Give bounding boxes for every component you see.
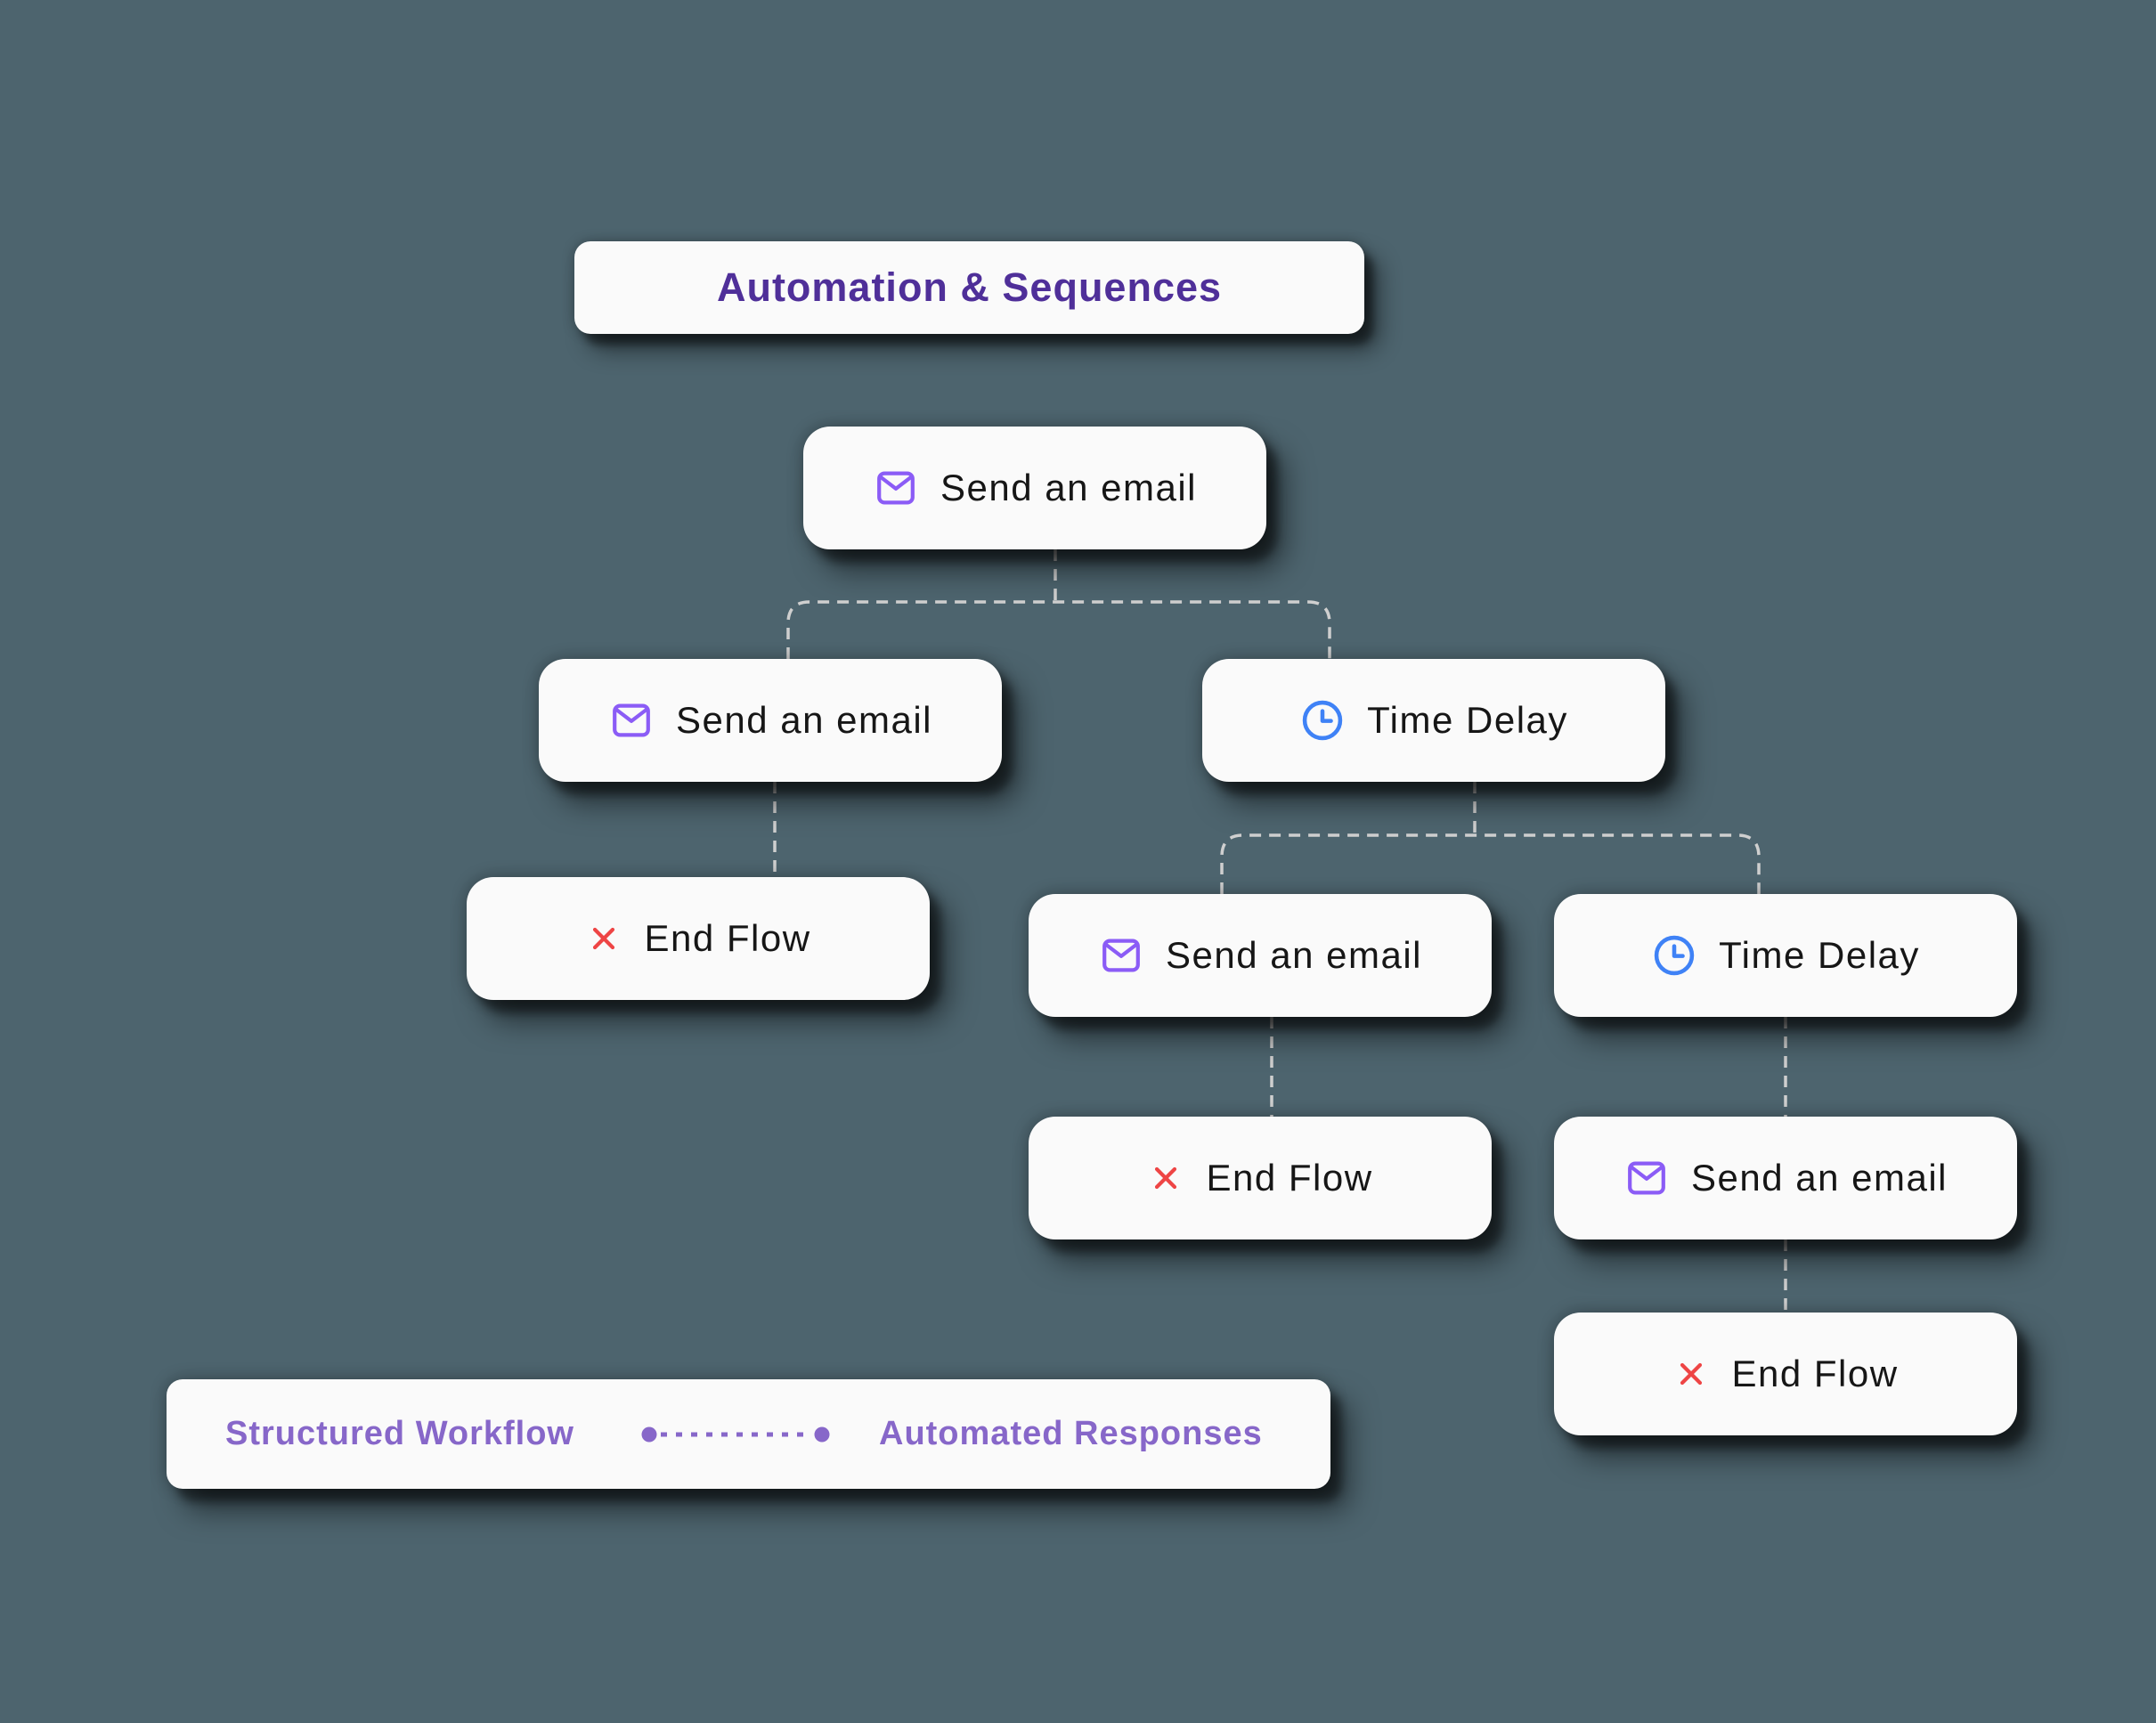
clock-icon xyxy=(1651,932,1697,979)
node-end-flow-1[interactable]: End Flow xyxy=(467,877,930,1000)
diagram-title: Automation & Sequences xyxy=(574,241,1364,334)
x-icon xyxy=(585,920,622,957)
node-label: End Flow xyxy=(1206,1157,1373,1199)
node-label: Time Delay xyxy=(1719,934,1920,976)
node-send-email-3[interactable]: Send an email xyxy=(1029,894,1492,1017)
mail-icon xyxy=(1098,934,1144,977)
legend-left-label: Structured Workflow xyxy=(225,1415,574,1452)
node-label: Send an email xyxy=(675,699,932,741)
diagram-title-label: Automation & Sequences xyxy=(716,264,1223,310)
node-label: Time Delay xyxy=(1367,699,1568,741)
node-end-flow-2[interactable]: End Flow xyxy=(1029,1117,1492,1239)
x-icon xyxy=(1147,1159,1184,1197)
mail-icon xyxy=(873,467,919,509)
legend: Structured Workflow Automated Responses xyxy=(167,1379,1330,1489)
node-label: Send an email xyxy=(940,467,1197,508)
node-label: End Flow xyxy=(644,917,811,959)
node-label: Send an email xyxy=(1165,934,1422,976)
connector-split-1 xyxy=(786,600,1331,659)
node-label: Send an email xyxy=(1690,1157,1948,1199)
node-time-delay-2[interactable]: Time Delay xyxy=(1554,894,2017,1017)
node-send-email-1[interactable]: Send an email xyxy=(803,427,1266,549)
mail-icon xyxy=(608,699,655,742)
mail-icon xyxy=(1623,1157,1670,1199)
node-end-flow-3[interactable]: End Flow xyxy=(1554,1313,2017,1435)
node-send-email-4[interactable]: Send an email xyxy=(1554,1117,2017,1239)
node-send-email-2[interactable]: Send an email xyxy=(539,659,1002,782)
x-icon xyxy=(1672,1355,1710,1393)
node-label: End Flow xyxy=(1731,1353,1899,1394)
clock-icon xyxy=(1299,697,1346,744)
node-time-delay-1[interactable]: Time Delay xyxy=(1202,659,1665,782)
legend-dotted-connector-icon xyxy=(640,1423,831,1446)
legend-right-label: Automated Responses xyxy=(879,1415,1263,1452)
connector-split-2 xyxy=(1220,833,1761,894)
